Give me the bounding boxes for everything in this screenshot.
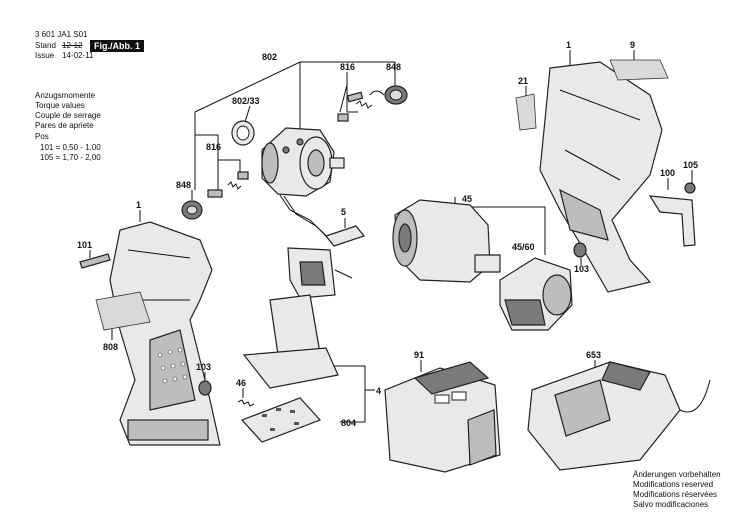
callout-numbers: 802 816 848 802/33 816 848 1 9 21 1 101 … — [77, 40, 698, 428]
torque-row-105: 105 = 1,70 - 2,00 — [40, 153, 101, 162]
callout-46: 46 — [236, 378, 246, 388]
callout-802: 802 — [262, 52, 277, 62]
nose-cap-45-60 — [499, 257, 573, 331]
screw-101 — [79, 253, 111, 269]
callout-103-lower: 103 — [196, 362, 211, 372]
torque-row-101: 101 = 0,50 - 1,00 — [40, 143, 101, 152]
footer-line-de: Änderungen vorbehalten — [633, 470, 721, 479]
figure-badge: Fig./Abb. 1 — [90, 40, 144, 52]
label-9 — [609, 59, 669, 81]
callout-802-33: 802/33 — [232, 96, 260, 106]
spring-816-top — [337, 90, 385, 122]
callout-91: 91 — [414, 350, 424, 360]
torque-line-fr: Couple de serrage — [35, 111, 101, 120]
spring-46 — [237, 399, 255, 407]
callout-804: 804 — [341, 418, 356, 428]
callout-9: 9 — [630, 40, 635, 50]
footer-line-es: Salvo modificaciones — [633, 500, 709, 509]
footer-line-en: Modifications reserved — [633, 480, 714, 489]
callout-808: 808 — [103, 342, 118, 352]
ring-848-top — [384, 85, 408, 105]
charger-653 — [527, 361, 711, 471]
stand-label: Stand — [35, 41, 56, 50]
circuit-board-804 — [240, 397, 322, 443]
screw-103-lower — [198, 380, 212, 396]
callout-653: 653 — [586, 350, 601, 360]
torque-line-de: Anzugsmomente — [35, 91, 96, 100]
torque-line-en: Torque values — [35, 101, 85, 110]
issue-value: 14-02-11 — [62, 51, 94, 60]
cover-5 — [324, 225, 366, 247]
callout-21: 21 — [518, 76, 528, 86]
part-number: 3 601 JA1 S01 — [35, 30, 88, 39]
electronics-module — [242, 247, 353, 389]
label-808 — [95, 291, 151, 331]
callout-45: 45 — [462, 194, 472, 204]
callout-1-right: 1 — [566, 40, 571, 50]
torque-line-es: Pares de apriete — [35, 121, 94, 130]
torque-pos-label: Pos — [35, 132, 49, 141]
callout-100: 100 — [660, 168, 675, 178]
motor-assembly-802 — [261, 127, 345, 245]
label-21 — [515, 93, 537, 131]
battery-91 — [384, 361, 501, 473]
callout-45-60: 45/60 — [512, 242, 535, 252]
callout-848-lower: 848 — [176, 180, 191, 190]
callout-101: 101 — [77, 240, 92, 250]
callout-848-top: 848 — [386, 62, 401, 72]
callout-5: 5 — [341, 207, 346, 217]
impact-mechanism-45 — [392, 199, 501, 283]
leader-lines — [89, 50, 693, 423]
screw-105 — [684, 182, 696, 194]
ring-848-lower — [181, 200, 203, 220]
callout-816-top: 816 — [340, 62, 355, 72]
stand-value: 12-12 — [62, 41, 83, 50]
spring-816-lower — [207, 171, 249, 198]
screw-103-right — [573, 242, 587, 258]
issue-label: Issue — [35, 51, 55, 60]
callout-1-left: 1 — [136, 200, 141, 210]
callout-105: 105 — [683, 160, 698, 170]
callout-816-lower: 816 — [206, 142, 221, 152]
footer-line-fr: Modifications réservées — [633, 490, 718, 499]
housing-half-left-1 — [109, 221, 221, 446]
housing-half-right-1 — [539, 61, 663, 293]
belt-clip-100 — [648, 195, 696, 247]
callout-103-right: 103 — [574, 264, 589, 274]
callout-4: 4 — [376, 386, 381, 396]
washer-802-33 — [231, 120, 255, 146]
